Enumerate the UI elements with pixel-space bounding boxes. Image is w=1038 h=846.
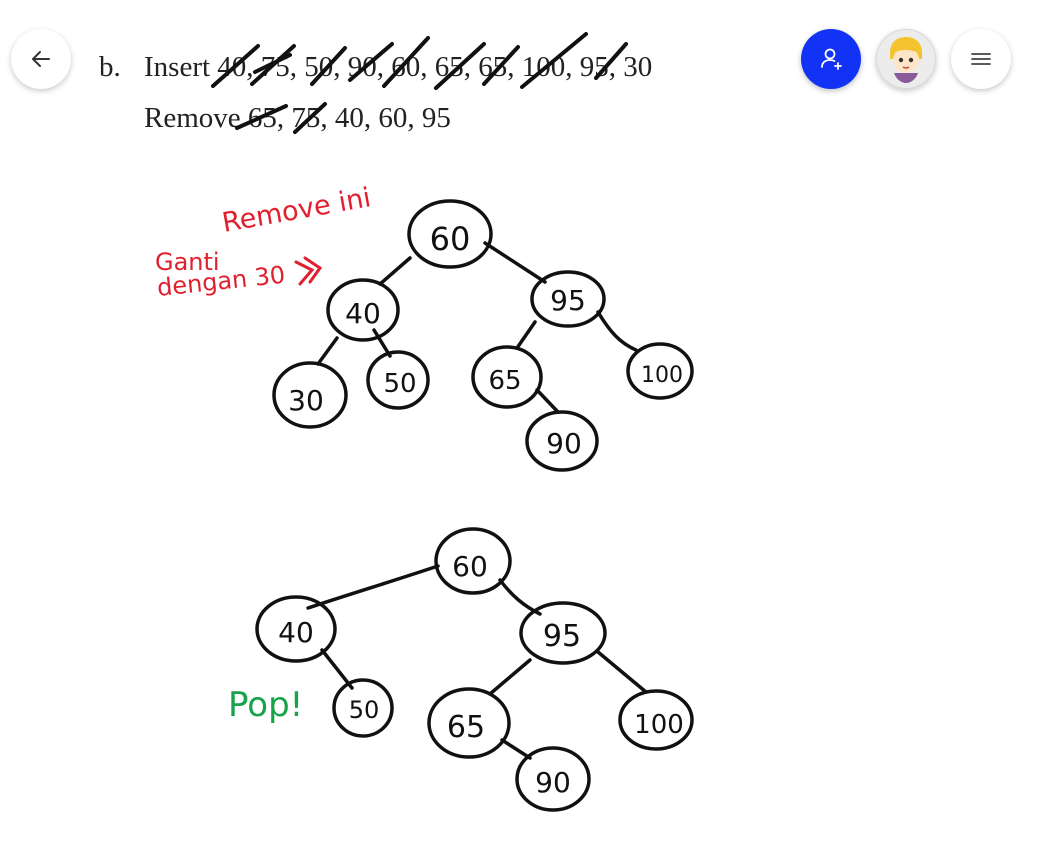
tree1-node-40: 40 (326, 278, 400, 342)
tree2-node-label: 90 (535, 766, 571, 799)
tree1-node-label: 60 (430, 220, 471, 258)
menu-button[interactable] (951, 29, 1011, 89)
tree2-node-50: 50 (332, 678, 394, 738)
tree1-node-30: 30 (272, 361, 348, 429)
invite-user-button[interactable] (801, 29, 861, 89)
tree2-node-label: 50 (349, 696, 380, 724)
tree2-node-label: 100 (634, 710, 684, 740)
person-add-icon (821, 48, 842, 70)
tree2-node-95: 95 (519, 601, 607, 665)
problem-label: b. (99, 51, 121, 83)
tree1-node-label: 40 (345, 297, 381, 330)
tree1-node-label: 50 (383, 369, 416, 399)
tree1-node-50: 50 (366, 350, 430, 410)
tree1-node-95: 95 (530, 270, 606, 328)
tree2-node-90: 90 (515, 746, 591, 812)
annotation-remove: Remove ini (220, 182, 373, 239)
avatar-illustration (876, 29, 936, 89)
tree1-node-label: 90 (546, 427, 582, 460)
annotation-arrow (294, 256, 323, 286)
tree2-edges (306, 564, 648, 760)
tree2-node-label: 95 (543, 619, 581, 654)
back-button[interactable] (11, 29, 71, 89)
tree1-node-label: 30 (288, 384, 324, 417)
user-avatar[interactable] (876, 29, 936, 89)
tree1-node-90: 90 (525, 410, 599, 472)
tree1-node-label: 100 (641, 363, 683, 388)
tree1-node-label: 95 (550, 284, 586, 317)
tree1-node-100: 100 (626, 342, 694, 400)
tree2-node-label: 60 (452, 550, 488, 583)
tree2-node-40: 40 (255, 595, 337, 663)
tree2-node-label: 65 (447, 710, 485, 745)
tree2-node-label: 40 (278, 616, 314, 649)
tree1-node-60: 60 (407, 199, 493, 269)
tree2-node-65: 65 (427, 687, 511, 759)
tree1-edges (316, 241, 638, 414)
strike-marks (211, 32, 628, 134)
tree1-node-65: 65 (471, 345, 543, 409)
tree2-node-60: 60 (434, 527, 512, 595)
tree1-node-label: 65 (488, 366, 521, 396)
tree2-node-100: 100 (618, 689, 694, 751)
problem-insert-line: Insert 40, 75, 50, 90, 60, 65, 65, 100, … (144, 51, 652, 83)
hamburger-menu-icon (971, 53, 991, 65)
arrow-left-icon (32, 51, 50, 67)
annotation-pop: Pop! (228, 685, 303, 725)
annotation-replace-1: Ganti (155, 248, 220, 276)
